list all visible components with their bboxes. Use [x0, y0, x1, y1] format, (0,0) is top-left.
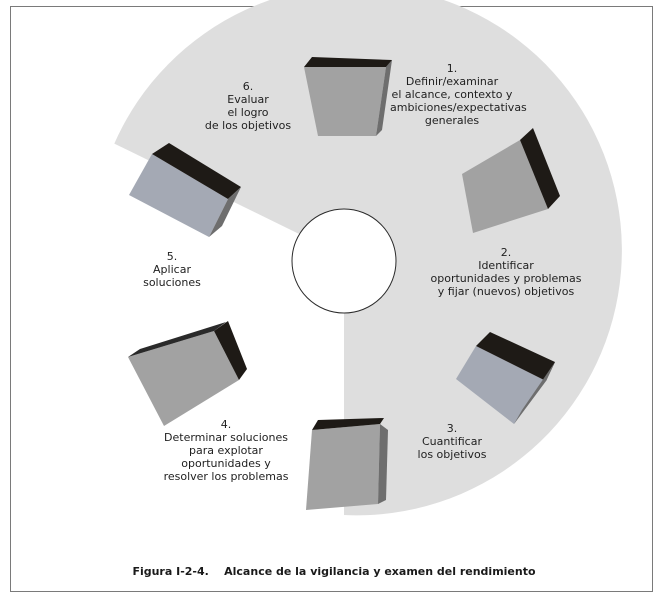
step-label-3: 3. Cuantificar los objetivos [402, 422, 502, 461]
step-number-3: 3. [446, 422, 458, 435]
step-block-5 [128, 321, 247, 426]
step-text-2: Identificar oportunidades y problemas y … [430, 259, 582, 298]
step-block-2 [462, 128, 560, 233]
step-text-1: Definir/examinar el alcance, contexto y … [390, 75, 527, 127]
step-label-2: 2. Identificar oportunidades y problemas… [422, 246, 590, 298]
step-block-3 [456, 332, 555, 424]
step-label-6: 6. Evaluar el logro de los objetivos [196, 80, 300, 132]
step-block-4 [306, 418, 388, 510]
step-text-4: Determinar soluciones para explotar opor… [163, 431, 289, 483]
step-text-5: Aplicar soluciones [143, 263, 201, 289]
step-block-1 [304, 57, 392, 136]
step-number-1: 1. [446, 62, 458, 75]
step-label-1: 1. Definir/examinar el alcance, contexto… [390, 62, 527, 127]
step-number-5: 5. [166, 250, 178, 263]
step-text-3: Cuantificar los objetivos [417, 435, 487, 461]
figure-caption: Figura I-2-4. Alcance de la vigilancia y… [132, 565, 536, 578]
center-circle [291, 208, 397, 314]
step-text-6: Evaluar el logro de los objetivos [204, 93, 292, 132]
step-label-5: 5. Aplicar soluciones [132, 250, 212, 289]
step-number-2: 2. [500, 246, 512, 259]
step-number-4: 4. [220, 418, 232, 431]
step-label-4: 4. Determinar soluciones para explotar o… [154, 418, 298, 483]
step-block-6 [129, 143, 241, 237]
step-number-6: 6. [242, 80, 254, 93]
